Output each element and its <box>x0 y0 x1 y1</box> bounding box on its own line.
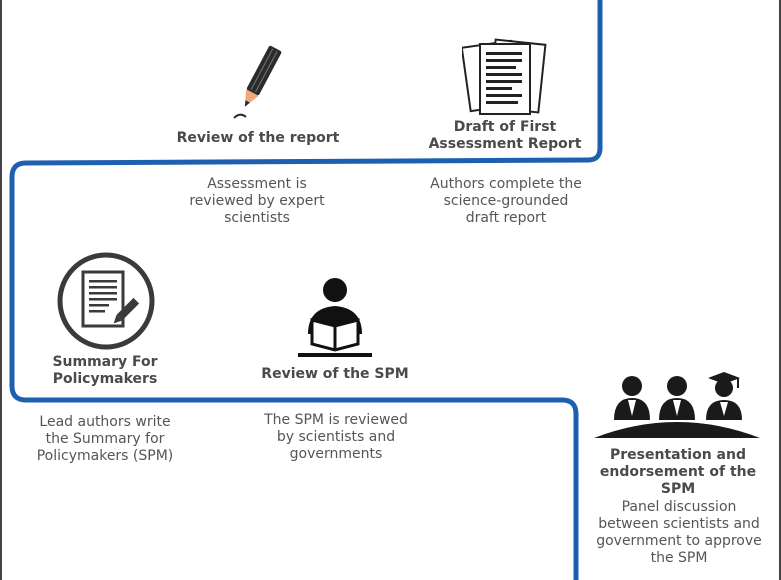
step-desc-draft-report: Authors complete the science-grounded dr… <box>430 176 582 226</box>
step-desc-review-spm: The SPM is reviewed by scientists and go… <box>264 412 408 462</box>
step-title-spm: Summary For Policymakers <box>52 354 158 387</box>
panel-icon <box>594 372 760 438</box>
pencil-icon <box>233 45 282 119</box>
step-title-presentation: Presentation and endorsement of the SPM <box>599 447 757 497</box>
step-title-draft-report: Draft of First Assessment Report <box>428 119 582 152</box>
reader-icon <box>298 278 372 357</box>
step-title-review-report: Review of the report <box>176 130 340 146</box>
process-path <box>9 0 603 580</box>
documents-icon <box>462 38 547 115</box>
step-title-review-spm: Review of the SPM <box>261 366 409 382</box>
step-desc-presentation: Panel discussion between scientists and … <box>596 499 762 566</box>
document-edit-icon <box>57 252 155 350</box>
step-desc-review-report: Assessment is reviewed by expert scienti… <box>189 176 325 226</box>
step-desc-spm: Lead authors write the Summary for Polic… <box>36 414 174 464</box>
